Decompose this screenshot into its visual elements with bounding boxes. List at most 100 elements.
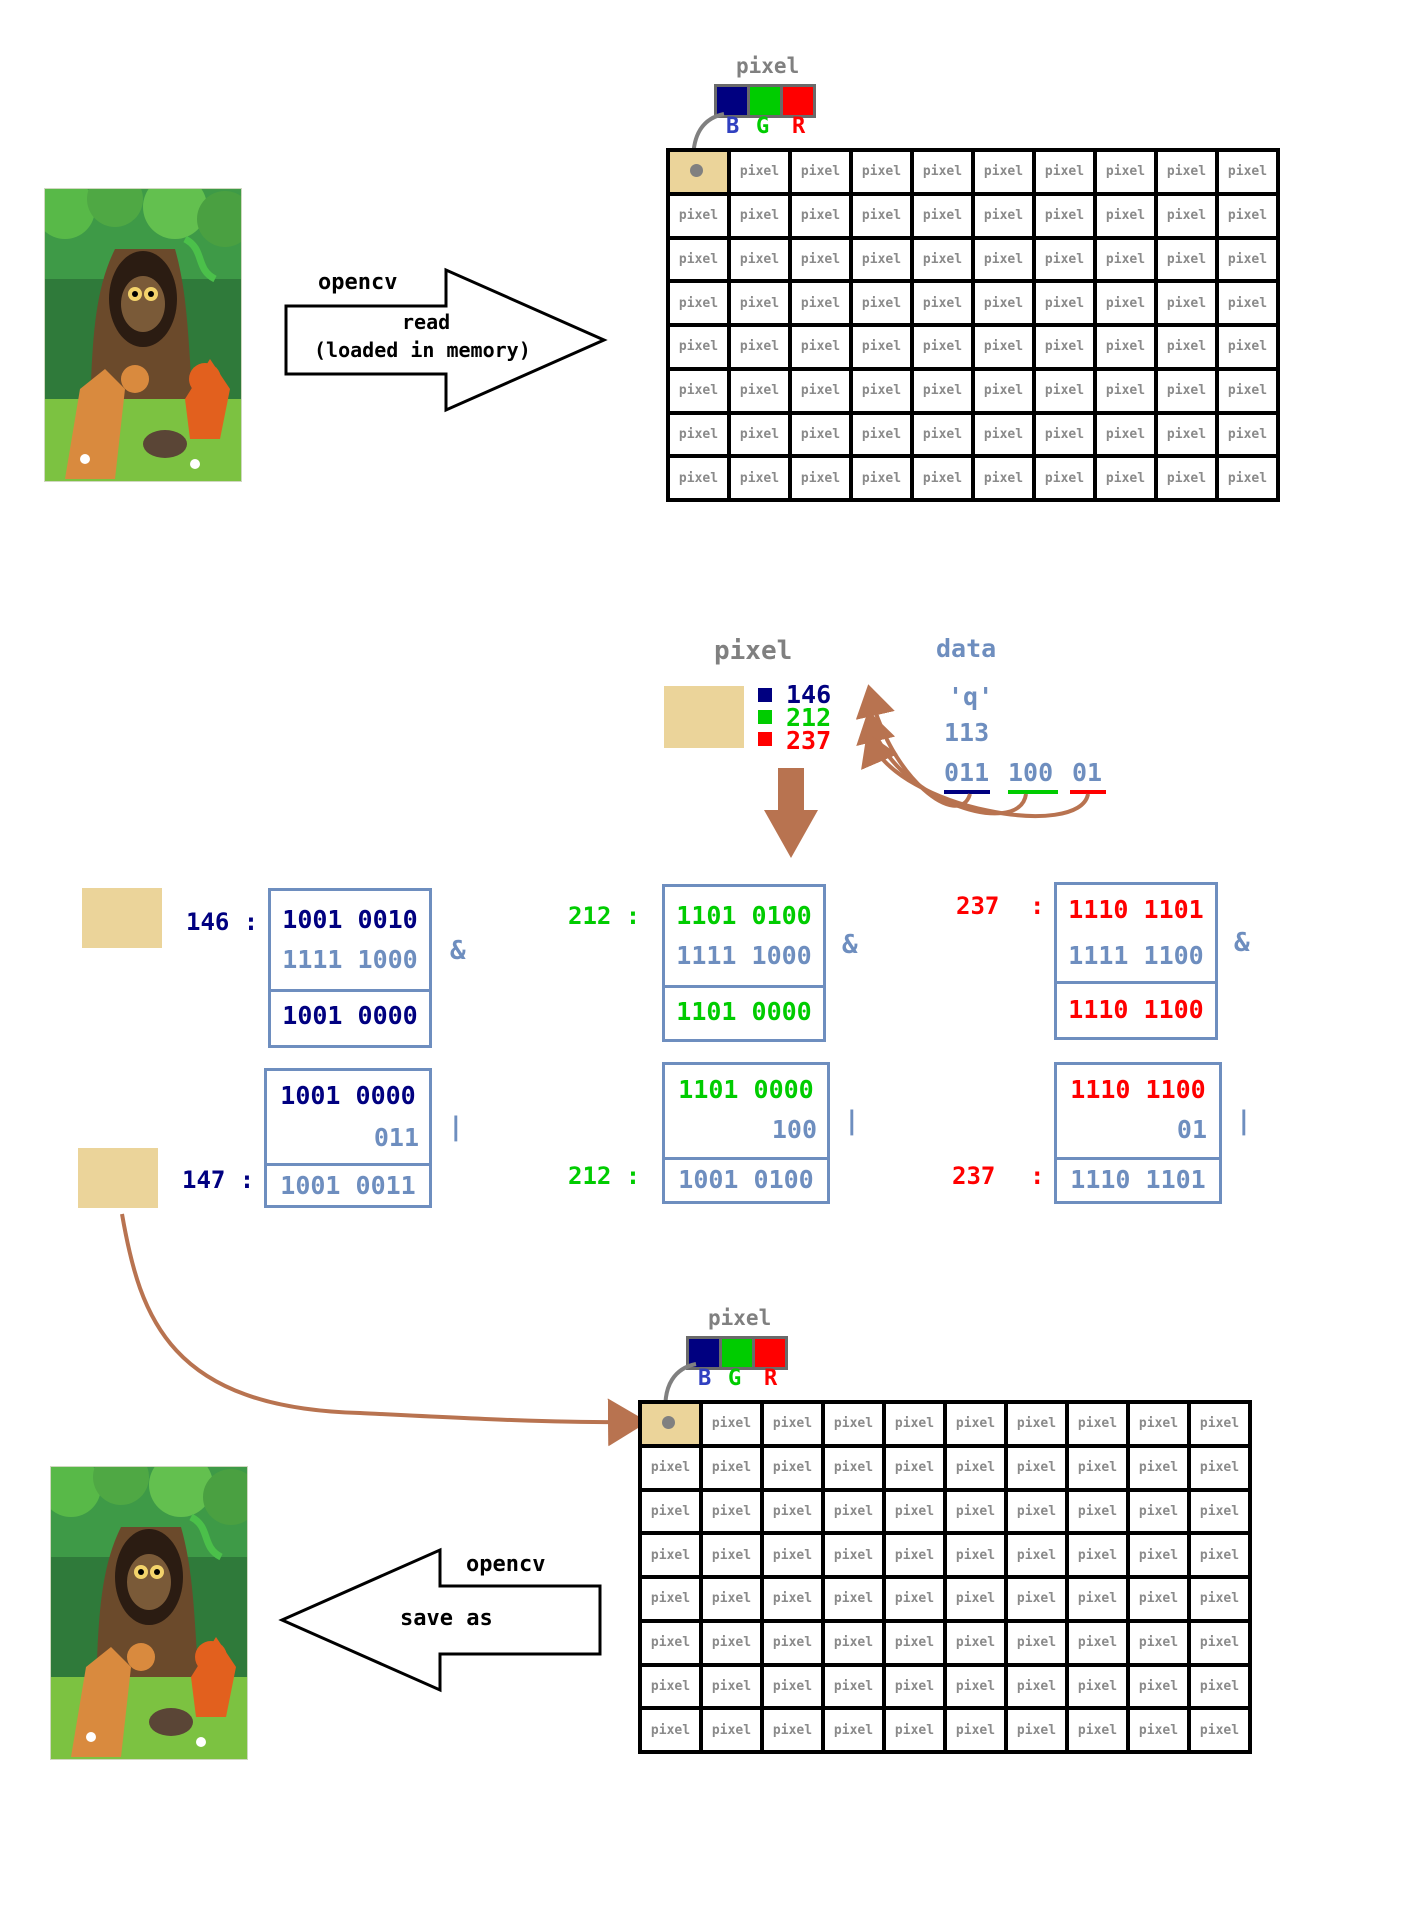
underline-green xyxy=(1008,790,1058,794)
pixel-cell: pixel xyxy=(1191,1535,1248,1575)
pixel-cell: pixel xyxy=(914,195,971,236)
pixel-cell: pixel xyxy=(1036,414,1093,455)
pixel-cell: pixel xyxy=(914,239,971,280)
green-orig-bits: 1101 0100 xyxy=(676,901,812,930)
pixel-cell: pixel xyxy=(1097,152,1154,192)
pixel-cell: pixel xyxy=(1069,1491,1126,1532)
pixel-cell: pixel xyxy=(731,239,788,280)
pixel-cell: pixel xyxy=(1191,1447,1248,1488)
pixel-cell: pixel xyxy=(792,414,849,455)
pixel-cell: pixel xyxy=(1158,370,1215,411)
mid-pixel-label: pixel xyxy=(714,636,793,666)
pixel-cell: pixel xyxy=(825,1666,882,1707)
pixel-cell: pixel xyxy=(1097,239,1154,280)
pixel-cell: pixel xyxy=(886,1535,943,1575)
pixel-cell: pixel xyxy=(1158,283,1215,323)
mid-pixel-swatch xyxy=(664,686,744,748)
pixel-cell: pixel xyxy=(764,1579,821,1619)
green-square xyxy=(758,710,772,724)
pixel-cell: pixel xyxy=(1069,1710,1126,1750)
pixel-cell: pixel xyxy=(914,414,971,455)
pixel-cell: pixel xyxy=(1158,195,1215,236)
pixel-cell: pixel xyxy=(642,1710,699,1750)
pixel-cell: pixel xyxy=(1008,1666,1065,1707)
pixel-cell: pixel xyxy=(914,458,971,498)
pixel-cell: pixel xyxy=(1097,327,1154,367)
blue-and-op: & xyxy=(450,936,466,966)
pixel-cell: pixel xyxy=(853,327,910,367)
pixel-cell: pixel xyxy=(1158,152,1215,192)
pixel-cell: pixel xyxy=(670,239,727,280)
pixel-cell: pixel xyxy=(1069,1404,1126,1444)
data-char-code: 113 xyxy=(944,718,990,747)
red-swatch xyxy=(783,87,813,115)
pixel-cell: pixel xyxy=(975,283,1032,323)
pixel-cell: pixel xyxy=(792,152,849,192)
red-or-top: 1110 1100 xyxy=(1070,1075,1206,1104)
data-char: 'q' xyxy=(948,682,994,711)
pixel-cell: pixel xyxy=(1130,1447,1187,1488)
mid-green-value: 212 xyxy=(786,703,832,732)
pixel-cell: pixel xyxy=(642,1535,699,1575)
forest-illustration xyxy=(45,189,241,481)
output-image xyxy=(50,1466,248,1760)
pixel-cell: pixel xyxy=(703,1491,760,1532)
pixel-cell: pixel xyxy=(731,370,788,411)
pixel-cell: pixel xyxy=(1008,1491,1065,1532)
mid-blue-value: 146 xyxy=(786,680,832,709)
selected-pixel-cell xyxy=(642,1404,699,1444)
pixel-cell: pixel xyxy=(1130,1491,1187,1532)
red-or-add: 01 xyxy=(1176,1115,1207,1144)
pixel-cell: pixel xyxy=(1008,1447,1065,1488)
bit-group-2: 100 xyxy=(1008,758,1054,787)
pixel-cell: pixel xyxy=(975,327,1032,367)
pixel-cell: pixel xyxy=(670,458,727,498)
pixel-cell: pixel xyxy=(914,327,971,367)
pixel-cell: pixel xyxy=(1097,195,1154,236)
red-orig-value: 237 xyxy=(956,892,1000,920)
pixel-cell: pixel xyxy=(1219,327,1276,367)
save-arrow xyxy=(278,1547,602,1693)
pixel-cell: pixel xyxy=(1191,1622,1248,1663)
pixel-cell: pixel xyxy=(703,1535,760,1575)
pixel-cell: pixel xyxy=(1191,1579,1248,1619)
pixel-cell: pixel xyxy=(764,1622,821,1663)
pixel-cell: pixel xyxy=(975,152,1032,192)
pixel-cell: pixel xyxy=(1219,152,1276,192)
blue-swatch xyxy=(689,1339,719,1367)
pixel-cell: pixel xyxy=(642,1447,699,1488)
red-result-bits: 1110 1101 xyxy=(1070,1165,1206,1194)
pixel-cell: pixel xyxy=(764,1447,821,1488)
save-arrow-title: opencv xyxy=(466,1552,546,1577)
green-or-top: 1101 0000 xyxy=(678,1075,814,1104)
green-and-divider xyxy=(665,985,823,988)
red-orig-colon: : xyxy=(1030,892,1045,920)
pixel-cell: pixel xyxy=(853,458,910,498)
pixel-cell: pixel xyxy=(1191,1666,1248,1707)
red-mask: 1111 1100 xyxy=(1068,941,1204,970)
selected-pixel-cell xyxy=(670,152,727,192)
pixel-cell: pixel xyxy=(825,1710,882,1750)
pixel-cell: pixel xyxy=(975,414,1032,455)
pixel-cell: pixel xyxy=(1219,283,1276,323)
pixel-cell: pixel xyxy=(825,1622,882,1663)
green-or-box: 1101 0000 100 1001 0100 xyxy=(662,1062,830,1204)
red-result-colon: : xyxy=(1030,1162,1045,1190)
pixel-cell: pixel xyxy=(1008,1710,1065,1750)
underline-red xyxy=(1070,790,1106,794)
pixel-cell: pixel xyxy=(914,152,971,192)
pixel-cell: pixel xyxy=(853,239,910,280)
read-arrow-line2: (loaded in memory) xyxy=(314,338,531,362)
read-arrow-line1: read xyxy=(402,310,451,334)
pixel-cell: pixel xyxy=(825,1447,882,1488)
pixel-cell: pixel xyxy=(642,1579,699,1619)
blue-or-add: 011 xyxy=(373,1123,419,1152)
blue-result-pixel xyxy=(78,1148,158,1208)
bit-group-1: 011 xyxy=(944,758,990,787)
red-or-divider xyxy=(1057,1157,1219,1160)
blue-result-bits: 1001 0011 xyxy=(280,1171,416,1200)
pixel-cell: pixel xyxy=(947,1491,1004,1532)
green-orig-value: 212 : xyxy=(568,902,641,930)
